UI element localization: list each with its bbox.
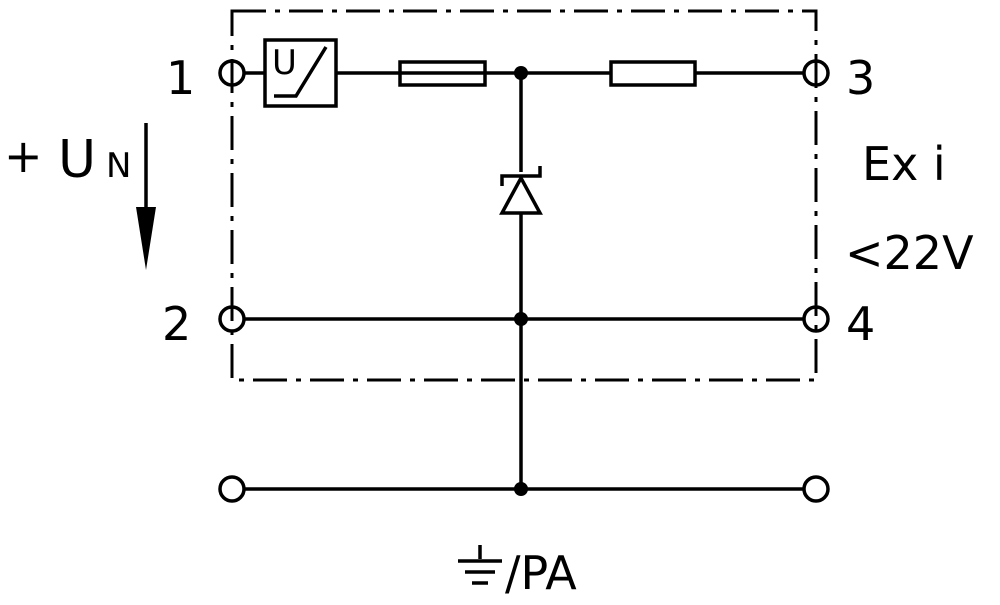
terminal-3-circle (802, 59, 830, 87)
terminal-4-circle (802, 305, 830, 333)
terminal-3-label: 3 (846, 51, 875, 105)
terminal-2-circle (218, 305, 246, 333)
junction-dot-middle (514, 312, 528, 326)
junction-dot-bottom (514, 482, 528, 496)
converter-letter: U (272, 43, 297, 83)
zener-diode-triangle (499, 174, 543, 215)
terminal-1-circle (218, 59, 246, 87)
supply-arrow-head (136, 207, 156, 270)
rating-voltage: <22V (845, 226, 974, 280)
terminal-pa-right-circle (802, 475, 830, 503)
converter-curve (274, 46, 328, 98)
junction-dot-top (514, 66, 528, 80)
supply-subscript: N (106, 146, 131, 186)
enclosure-border (230, 9, 818, 382)
zener-diode-bar (500, 166, 542, 186)
rating-ex-i: Ex i (862, 137, 946, 191)
supply-u-letter: U (58, 130, 96, 190)
supply-plus: + (4, 129, 43, 183)
resistor-symbol (609, 60, 697, 87)
terminal-2-label: 2 (162, 297, 191, 351)
terminal-1-label: 1 (166, 51, 195, 105)
ground-pa-label: /PA (505, 546, 577, 600)
terminal-4-label: 4 (846, 297, 875, 351)
terminal-pa-left-circle (218, 475, 246, 503)
